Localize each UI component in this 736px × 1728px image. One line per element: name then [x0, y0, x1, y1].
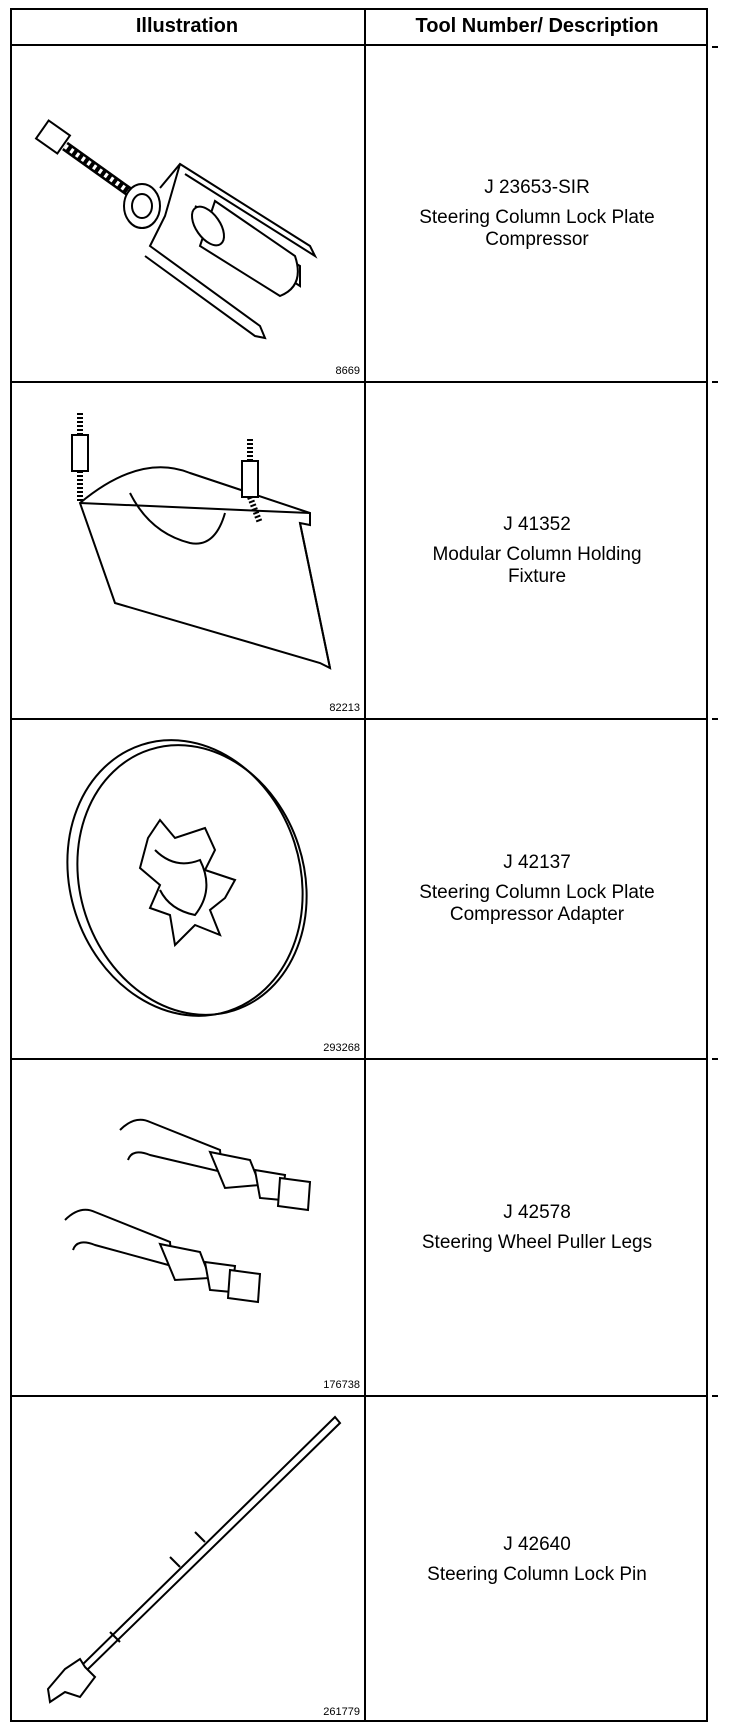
tool-description: Steering Column Lock Plate Compressor Ad… — [419, 882, 655, 925]
illustration-cell: 293268 — [10, 720, 366, 1058]
figure-number: 261779 — [323, 1706, 360, 1718]
table-row: 82213 J 41352 Modular Column Holding Fix… — [10, 383, 708, 718]
tool-table: Illustration Tool Number/ Description 86… — [10, 8, 732, 1724]
row-divider — [10, 1058, 708, 1060]
margin-tick — [712, 718, 718, 720]
description-cell: J 42640 Steering Column Lock Pin — [366, 1397, 708, 1722]
table-frame — [10, 8, 708, 1722]
column-header-illustration: Illustration — [10, 8, 366, 46]
illustration-cell: 261779 — [10, 1397, 366, 1722]
table-row: 8669 J 23653-SIR Steering Column Lock Pl… — [10, 46, 708, 381]
tool-number: J 42137 — [503, 852, 571, 873]
row-divider — [10, 1395, 708, 1397]
margin-tick — [712, 381, 718, 383]
description-cell: J 23653-SIR Steering Column Lock Plate C… — [366, 46, 708, 381]
figure-number: 176738 — [323, 1379, 360, 1391]
column-header-tool: Tool Number/ Description — [366, 8, 708, 46]
lock-plate-compressor-icon — [34, 119, 318, 340]
figure-number: 293268 — [323, 1042, 360, 1054]
description-cell: J 41352 Modular Column Holding Fixture — [366, 383, 708, 718]
description-cell: J 42137 Steering Column Lock Plate Compr… — [366, 720, 708, 1058]
lock-pin-icon — [46, 1415, 342, 1704]
tool-number: J 42640 — [503, 1533, 571, 1555]
margin-tick — [712, 46, 718, 48]
puller-legs-icon — [64, 1118, 312, 1304]
illustration-cell: 176738 — [10, 1060, 366, 1395]
holding-fixture-icon — [71, 413, 332, 670]
tool-description: Modular Column Holding Fixture — [432, 543, 642, 587]
tool-description: Steering Column Lock Pin — [427, 1563, 647, 1585]
table-row: 261779 J 42640 Steering Column Lock Pin — [10, 1397, 708, 1722]
tool-number: J 42578 — [503, 1201, 571, 1223]
table-row: 293268 J 42137 Steering Column Lock Plat… — [10, 720, 708, 1058]
tool-number: J 41352 — [503, 513, 571, 535]
compressor-adapter-icon — [66, 739, 308, 1017]
tool-number: J 23653-SIR — [484, 176, 590, 198]
table-row: 176738 J 42578 Steering Wheel Puller Leg… — [10, 1060, 708, 1395]
figure-number: 82213 — [329, 702, 360, 714]
illustration-cell: 82213 — [10, 383, 366, 718]
row-divider — [10, 381, 708, 383]
row-divider — [10, 718, 708, 720]
description-cell: J 42578 Steering Wheel Puller Legs — [366, 1060, 708, 1395]
illustration-cell: 8669 — [10, 46, 366, 381]
tool-description: Steering Column Lock Plate Compressor — [419, 206, 655, 250]
margin-tick — [712, 1395, 718, 1397]
margin-tick — [712, 1058, 718, 1060]
tool-description: Steering Wheel Puller Legs — [421, 1231, 653, 1253]
figure-number: 8669 — [335, 365, 360, 377]
